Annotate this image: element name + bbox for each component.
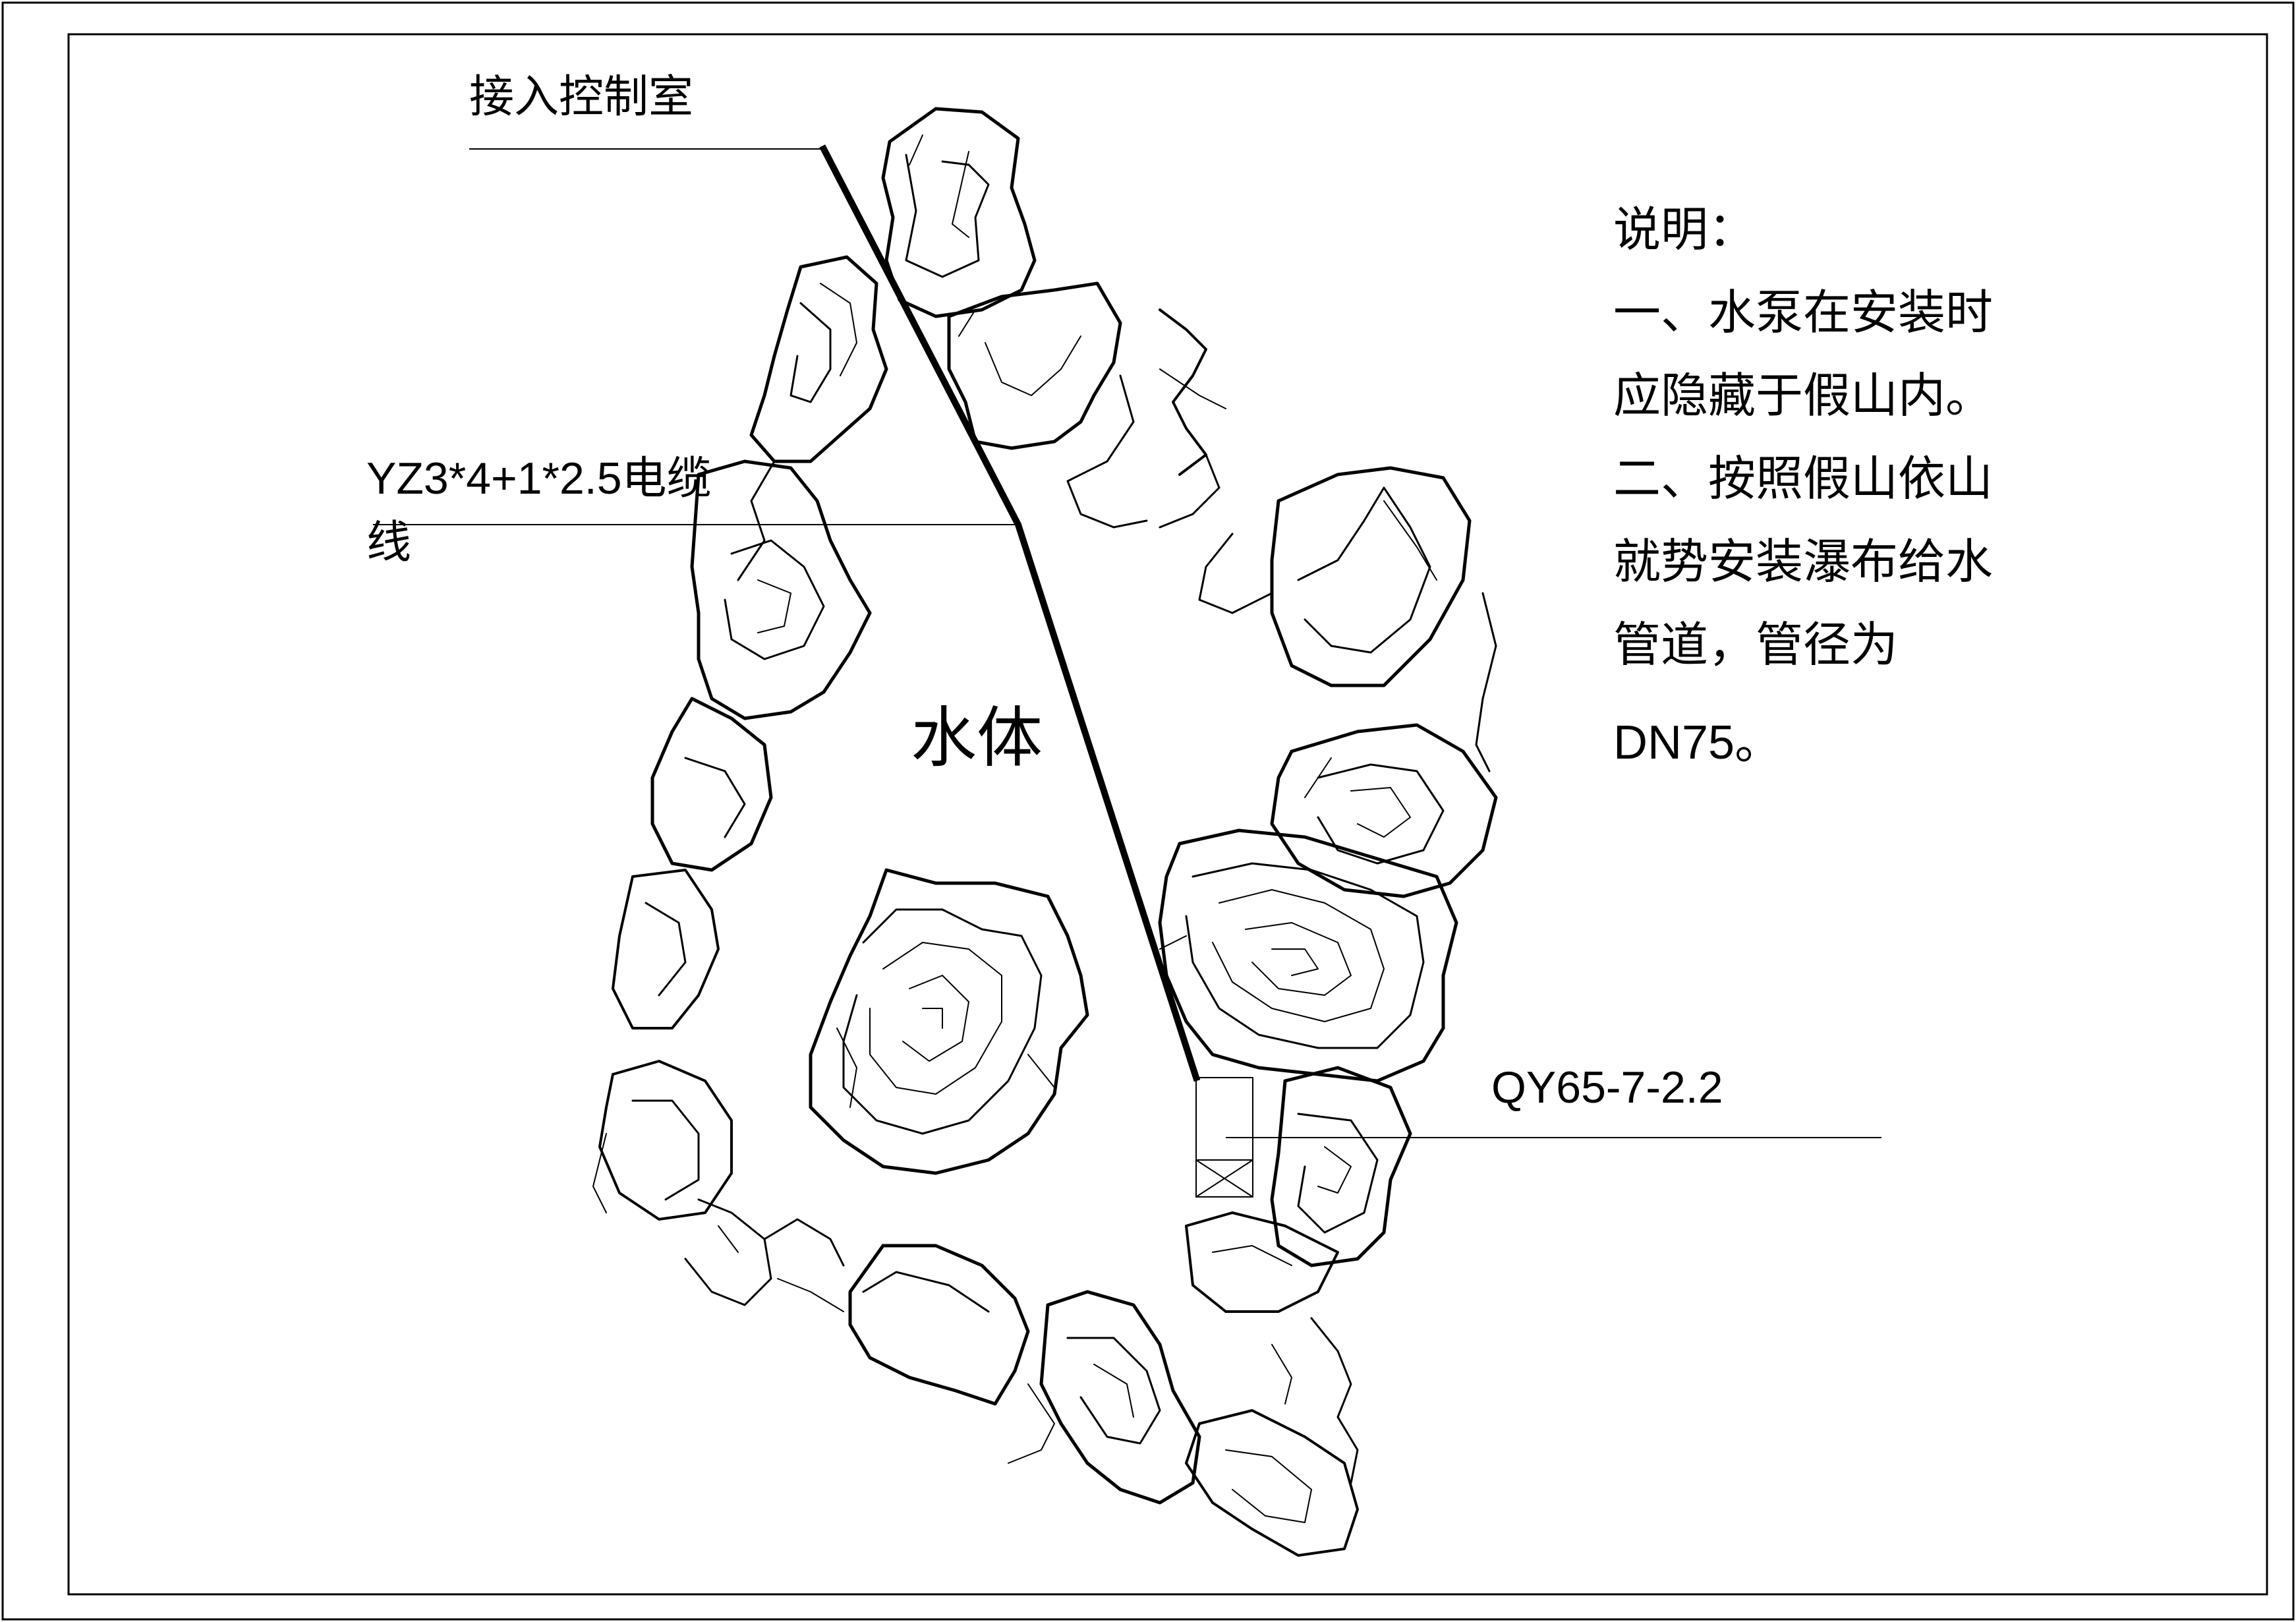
rock-right-lower	[1185, 1066, 1412, 1313]
notes-line-3: 二、按照假山依山	[1613, 451, 1994, 506]
notes-pipe-diameter: DN75。	[1613, 716, 1783, 769]
rock-bottom-middle	[1008, 1290, 1201, 1505]
drawing-frame	[67, 33, 2268, 1596]
design-notes: 说明： 一、水泵在安装时 应隐藏于假山内。 二、按照假山依山 就势安装瀑布给水 …	[1613, 188, 1993, 772]
rock-right-upper	[1066, 308, 1226, 529]
notes-line-1: 一、水泵在安装时	[1613, 285, 1994, 340]
notes-line-5: 管道，管径为	[1613, 617, 1899, 672]
rock-top	[881, 107, 1037, 318]
rock-island	[809, 868, 1089, 1175]
notes-title: 说明：	[1613, 202, 1756, 257]
rock-right-large	[1198, 466, 1497, 772]
cable-spec-label-continued: 线	[366, 517, 412, 569]
water-body-label: 水体	[911, 699, 1043, 776]
control-room-label: 接入控制室	[469, 71, 694, 123]
power-cable-route	[819, 144, 1201, 1082]
rock-left	[592, 459, 872, 1221]
rock-upper-middle	[947, 281, 1122, 450]
pump-symbol	[1195, 1077, 1253, 1198]
notes-line-2: 应隐藏于假山内。	[1613, 368, 1994, 423]
rock-right-contour	[1158, 828, 1458, 1083]
rockery-rocks	[592, 107, 1498, 1557]
cable-spec-label: YZ3*4+1*2.5电缆	[366, 453, 712, 504]
notes-line-4: 就势安装瀑布给水	[1613, 534, 1994, 589]
rock-right-middle	[1270, 723, 1498, 898]
pump-model-label: QY65-7-2.2	[1491, 1062, 1723, 1113]
rock-bottom-left	[684, 1198, 1030, 1406]
rock-upper-left	[737, 255, 888, 581]
rock-bottom-right	[1185, 1317, 1359, 1557]
